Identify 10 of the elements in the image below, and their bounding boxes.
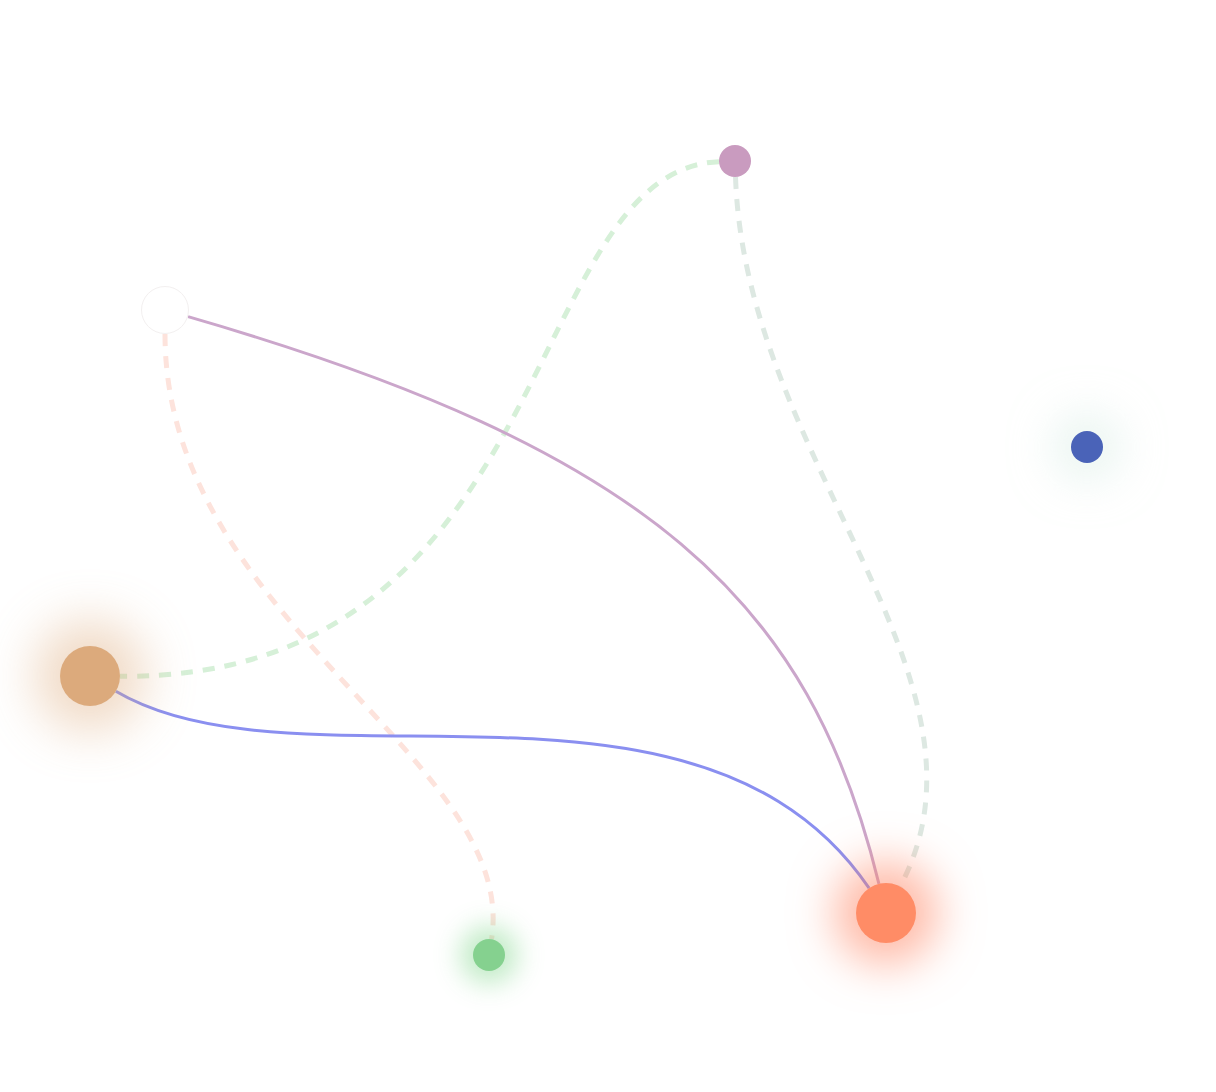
circle-node <box>719 145 751 177</box>
circle-node <box>141 286 189 334</box>
circle-node <box>856 883 916 943</box>
curved-connector <box>187 315 881 885</box>
dashed-connector <box>162 333 494 940</box>
circle-node <box>60 646 120 706</box>
curved-connector <box>115 689 871 890</box>
circle-node <box>473 939 505 971</box>
dashed-connector <box>119 159 720 679</box>
circle-node <box>1071 431 1103 463</box>
